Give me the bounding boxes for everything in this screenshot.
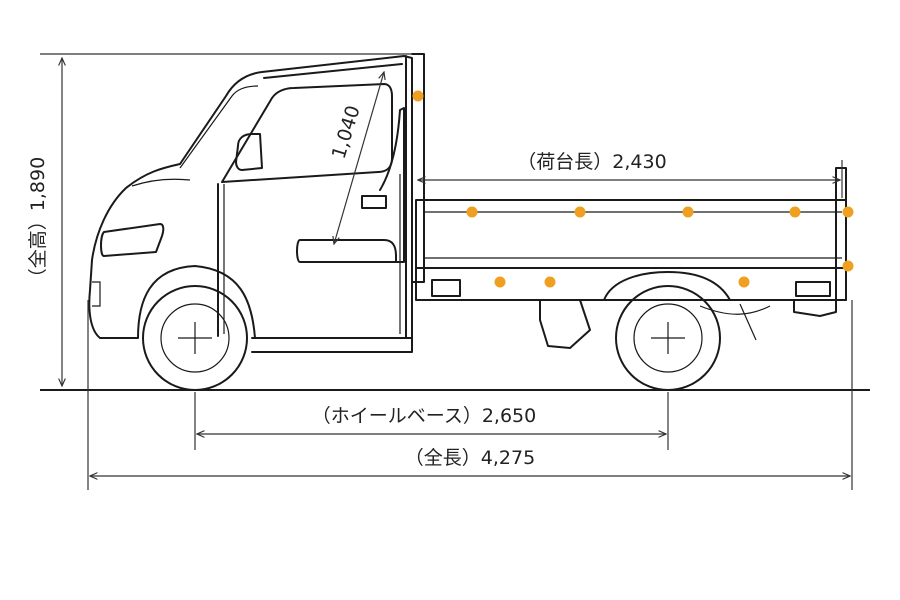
hook-marker [412, 90, 424, 102]
door-handle [361, 195, 387, 209]
headlight [100, 223, 165, 257]
side-window [221, 83, 393, 183]
hook-marker [466, 206, 478, 218]
hook-marker [574, 206, 586, 218]
shock [739, 303, 757, 341]
bed-length-label: （荷台長）2,430 [517, 151, 666, 173]
tailgate-post [835, 167, 847, 301]
rear-bumper [793, 299, 837, 317]
side-mirror [235, 133, 263, 171]
wheelbase-label: （ホイールベース）2,650 [312, 405, 536, 427]
hook-marker [738, 276, 750, 288]
hook-marker [789, 206, 801, 218]
truck-body [88, 53, 847, 391]
overall-length-label: （全長）4,275 [405, 447, 535, 469]
rear-fender [603, 271, 731, 301]
rear-light [795, 281, 831, 297]
leaf-spring [699, 305, 771, 315]
cab-outline [88, 55, 413, 339]
hood-crease [131, 178, 191, 187]
front-tire [142, 285, 248, 391]
hook-marker [842, 260, 854, 272]
cab-rocker [251, 337, 413, 353]
bed-floor [415, 267, 847, 301]
cabin-dimension-line [334, 72, 384, 244]
rear-rim [633, 303, 703, 373]
cabin-interior-label: 1,040 [328, 103, 365, 161]
hook-marker [682, 206, 694, 218]
tie-down-markers [412, 90, 854, 288]
windshield [179, 85, 259, 169]
overall-height-label: （全高）1,890 [27, 157, 49, 287]
hook-marker [494, 276, 506, 288]
rear-tire [615, 285, 721, 391]
headboard-post [411, 53, 425, 283]
cab-roof-visor [263, 63, 403, 79]
front-rim [160, 303, 230, 373]
underbody-tank [539, 299, 591, 349]
front-bumper [92, 281, 101, 307]
hook-marker [544, 276, 556, 288]
frame-bracket [431, 279, 461, 297]
seat-cushion [296, 239, 397, 263]
hook-marker [842, 206, 854, 218]
